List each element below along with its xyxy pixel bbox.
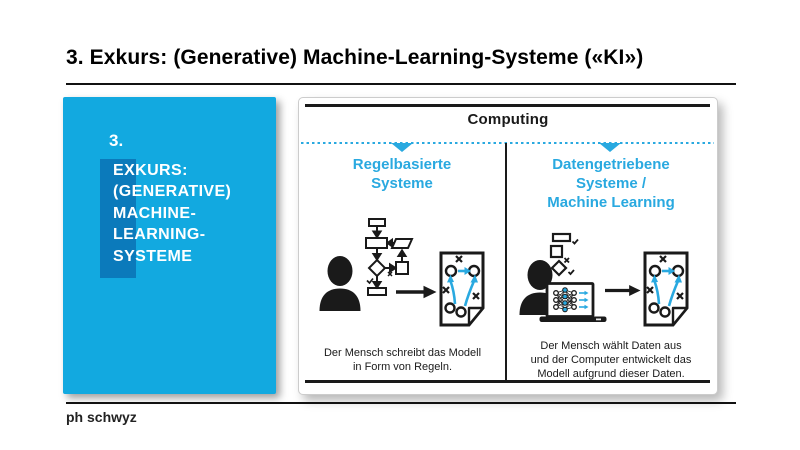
cover-title-line: LEARNING- bbox=[113, 226, 206, 244]
diagram-heading: Computing bbox=[467, 111, 549, 128]
right-caption-line: Der Mensch wählt Daten aus bbox=[540, 340, 682, 352]
left-column-title-line: Systeme bbox=[371, 175, 433, 192]
laptop-neural-network-icon bbox=[539, 282, 607, 322]
cover-title: EXKURS: (GENERATIVE) MACHINE- LEARNING- … bbox=[113, 160, 231, 267]
title-divider bbox=[66, 83, 736, 85]
right-caption: Der Mensch wählt Daten aus und der Compu… bbox=[509, 340, 713, 381]
right-column-title-line: Machine Learning bbox=[547, 194, 675, 211]
data-shapes-icon bbox=[549, 232, 579, 277]
left-caption-line: Der Mensch schreibt das Modell bbox=[323, 347, 482, 359]
footer-brand: ph schwyz bbox=[66, 409, 137, 425]
cover-title-line: (GENERATIVE) bbox=[113, 183, 232, 201]
book-cover: 3. EXKURS: (GENERATIVE) MACHINE- LEARNIN… bbox=[63, 97, 276, 394]
branch-dotted-line bbox=[301, 142, 714, 144]
left-caption: Der Mensch schreibt das Modell in Form v… bbox=[304, 347, 501, 375]
branch-arrow-right-icon bbox=[599, 143, 621, 152]
cover-title-line: EXKURS: bbox=[113, 162, 188, 179]
left-column-title: Regelbasierte Systeme bbox=[299, 155, 505, 193]
right-column-title: Datengetriebene Systeme / Machine Learni… bbox=[507, 155, 715, 212]
left-caption-line: in Form von Regeln. bbox=[352, 360, 453, 373]
right-arrow-icon bbox=[396, 285, 437, 299]
column-divider bbox=[505, 143, 507, 381]
cover-title-line: MACHINE- bbox=[113, 204, 197, 222]
right-caption-line: Modell aufgrund dieser Daten. bbox=[537, 367, 685, 380]
person-icon bbox=[319, 256, 361, 311]
right-column-title-line: Systeme / bbox=[575, 175, 647, 192]
cover-title-line: SYSTEME bbox=[113, 247, 193, 265]
cover-chapter-number: 3. bbox=[109, 131, 124, 150]
panel-top-rule bbox=[305, 104, 710, 107]
cover-accent-band bbox=[100, 159, 136, 278]
right-arrow-icon bbox=[605, 285, 641, 296]
branch-arrow-left-icon bbox=[391, 143, 413, 152]
model-document-icon bbox=[643, 251, 689, 327]
footer-divider bbox=[66, 402, 736, 404]
left-column-title-line: Regelbasierte bbox=[352, 156, 452, 173]
model-document-icon bbox=[439, 251, 485, 327]
right-caption-line: und der Computer entwickelt das bbox=[530, 353, 692, 366]
flowchart-icon bbox=[365, 218, 414, 296]
computing-diagram-panel: Computing Regelbasierte Systeme Datenget… bbox=[298, 97, 718, 395]
panel-bottom-rule bbox=[305, 380, 710, 383]
page-title: 3. Exkurs: (Generative) Machine-Learning… bbox=[66, 46, 644, 69]
right-column-title-line: Datengetriebene bbox=[552, 156, 670, 173]
